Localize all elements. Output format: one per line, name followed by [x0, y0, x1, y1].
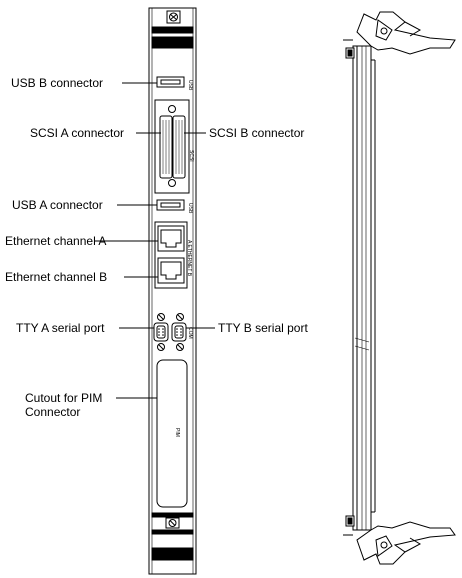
- com-mark: COM: [187, 327, 193, 339]
- usb-b-mark: USB: [187, 80, 193, 91]
- usb-a-mark: USB: [187, 203, 193, 214]
- scsi-a-connector-label: SCSI A connector: [30, 126, 125, 140]
- leader-lines: [95, 82, 215, 399]
- pim-cutout-label-line2: Connector: [25, 405, 81, 419]
- scsi-b-connector-label: SCSI B connector: [209, 126, 305, 140]
- ethernet-ports-drawing: A ETHERNET B: [154, 221, 192, 289]
- pim-mark: PIM: [174, 428, 180, 437]
- front-panel: USB SCSI USB: [148, 7, 197, 575]
- tty-ports-drawing: COM: [153, 322, 193, 342]
- board-side-view: [343, 11, 456, 565]
- tty-b-serial-port-label: TTY B serial port: [218, 321, 308, 335]
- ethernet-channel-b-label: Ethernet channel B: [5, 270, 108, 284]
- pim-cutout-drawing: PIM: [156, 359, 188, 508]
- ethernet-channel-a-label: Ethernet channel A: [5, 234, 107, 248]
- pim-cutout-label-line1: Cutout for PIM: [25, 391, 103, 405]
- ethernet-mark: A ETHERNET B: [186, 240, 192, 277]
- usb-a-connector-label: USB A connector: [12, 198, 103, 212]
- tty-a-serial-port-label: TTY A serial port: [16, 321, 105, 335]
- scsi-mark: SCSI: [188, 150, 194, 162]
- scsi-connector-drawing: SCSI: [154, 99, 194, 194]
- usb-b-port-drawing: USB: [156, 76, 193, 91]
- usb-b-connector-label: USB B connector: [11, 76, 104, 90]
